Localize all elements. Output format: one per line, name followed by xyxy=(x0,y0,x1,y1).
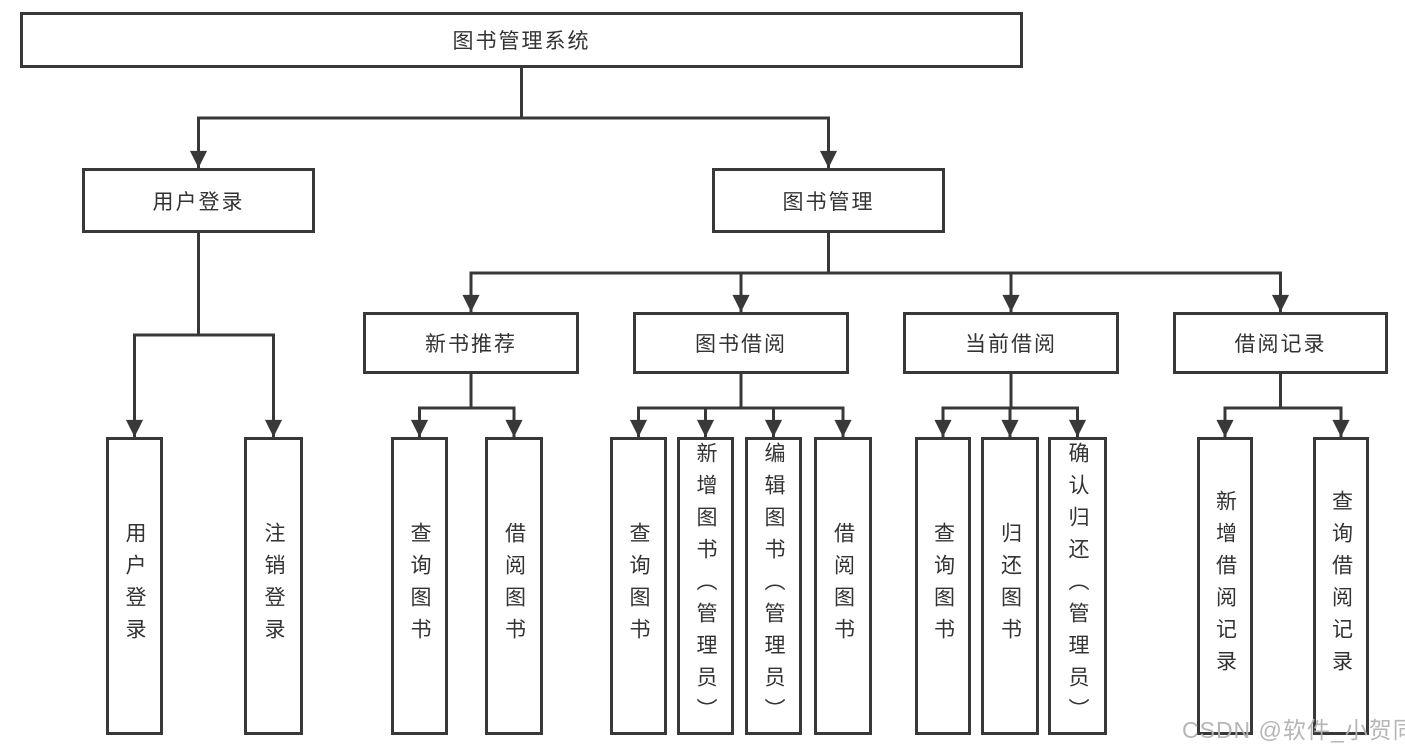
node-new-book-recommend: 新书推荐 xyxy=(363,312,579,374)
leaf-user-login: 用户登录 xyxy=(106,437,163,735)
node-new-book-recommend-label: 新书推荐 xyxy=(425,333,517,356)
leaf-br-query-record-label: 查询借阅记录 xyxy=(1329,490,1353,682)
leaf-br-query-record: 查询借阅记录 xyxy=(1313,437,1369,735)
leaf-nb-borrow-book: 借阅图书 xyxy=(485,437,543,735)
node-book-borrow: 图书借阅 xyxy=(633,312,849,374)
leaf-user-login-label: 用户登录 xyxy=(123,522,146,650)
leaf-cb-return-book-label: 归还图书 xyxy=(998,522,1022,650)
csdn-watermark: CSDN @软件_小贺同学 xyxy=(1182,717,1405,743)
leaf-cb-confirm-return-admin: 确认归还（管理员） xyxy=(1048,437,1107,735)
node-book-management: 图书管理 xyxy=(712,168,945,233)
leaf-bb-edit-book-admin-label: 编辑图书（管理员） xyxy=(762,442,785,730)
leaf-logout: 注销登录 xyxy=(244,437,303,735)
leaf-nb-borrow-book-label: 借阅图书 xyxy=(502,522,526,650)
node-book-management-label: 图书管理 xyxy=(782,190,875,214)
leaf-bb-add-book-admin-label: 新增图书（管理员） xyxy=(694,442,717,730)
leaf-cb-confirm-return-admin-label: 确认归还（管理员） xyxy=(1066,442,1089,730)
node-user-login-label: 用户登录 xyxy=(152,190,245,214)
leaf-bb-query-book: 查询图书 xyxy=(610,437,667,735)
leaf-bb-borrow-book: 借阅图书 xyxy=(814,437,872,735)
leaf-cb-query-book: 查询图书 xyxy=(915,437,971,735)
node-root-label: 图书管理系统 xyxy=(452,30,591,53)
node-user-login: 用户登录 xyxy=(82,168,315,233)
leaf-nb-query-book: 查询图书 xyxy=(391,437,448,735)
leaf-br-add-record: 新增借阅记录 xyxy=(1197,437,1253,735)
leaf-bb-edit-book-admin: 编辑图书（管理员） xyxy=(745,437,802,735)
node-current-borrow: 当前借阅 xyxy=(903,312,1119,374)
node-book-borrow-label: 图书借阅 xyxy=(695,333,787,356)
leaf-bb-add-book-admin: 新增图书（管理员） xyxy=(677,437,734,735)
node-current-borrow-label: 当前借阅 xyxy=(965,333,1057,356)
leaf-bb-query-book-label: 查询图书 xyxy=(627,522,650,650)
leaf-bb-borrow-book-label: 借阅图书 xyxy=(831,522,855,650)
node-root: 图书管理系统 xyxy=(20,12,1023,68)
node-borrow-record: 借阅记录 xyxy=(1173,312,1388,374)
leaf-cb-return-book: 归还图书 xyxy=(981,437,1039,735)
leaf-br-add-record-label: 新增借阅记录 xyxy=(1213,490,1237,682)
leaf-cb-query-book-label: 查询图书 xyxy=(931,522,955,650)
leaf-nb-query-book-label: 查询图书 xyxy=(408,522,431,650)
leaf-logout-label: 注销登录 xyxy=(262,522,285,650)
node-borrow-record-label: 借阅记录 xyxy=(1234,333,1327,356)
